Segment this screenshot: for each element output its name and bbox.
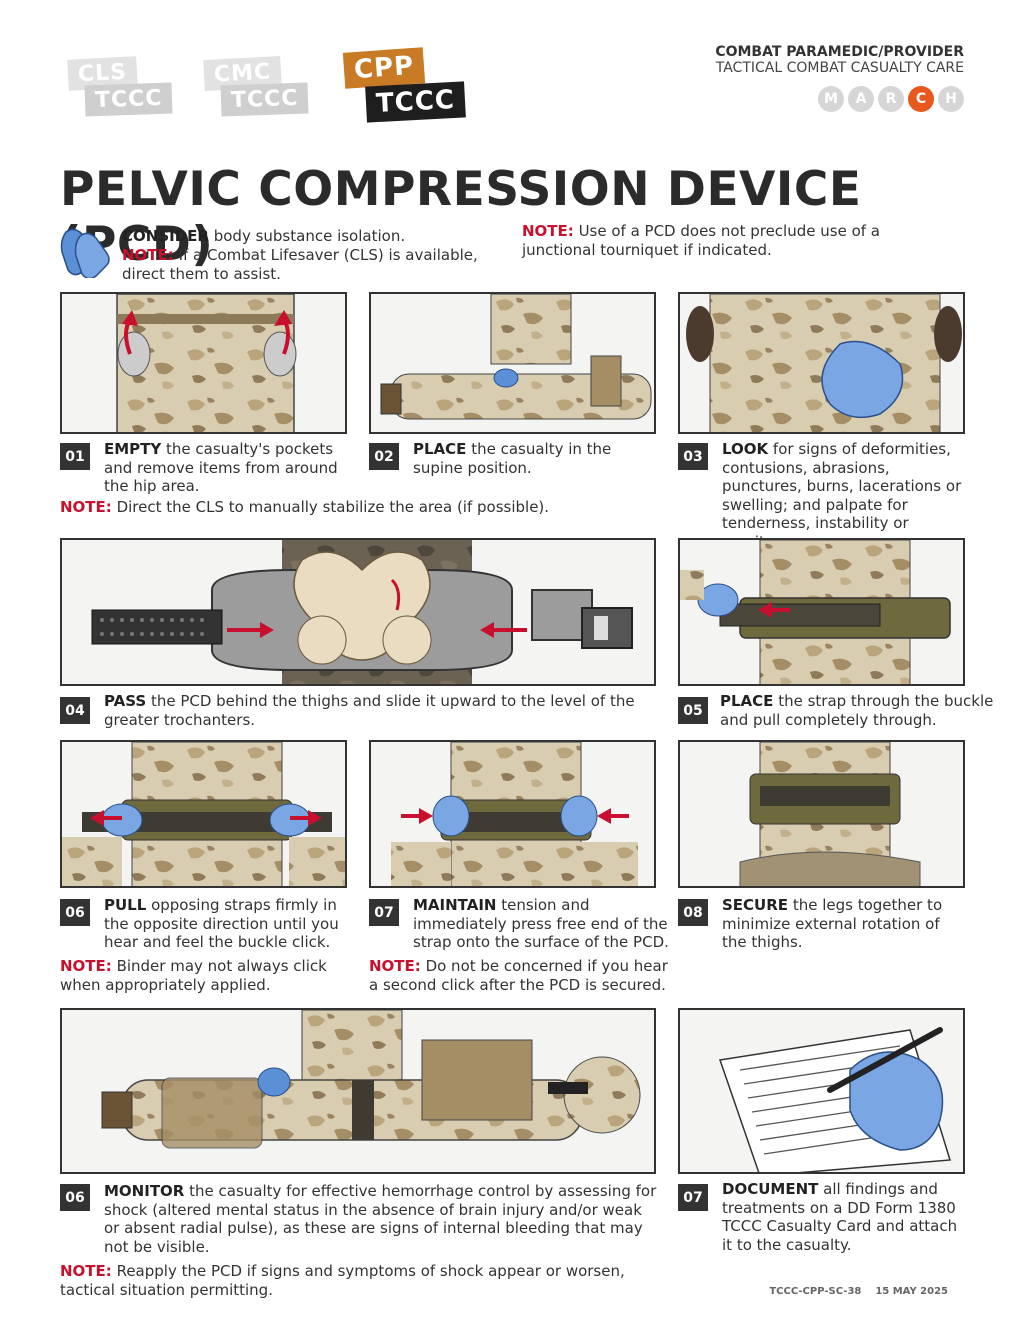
- step-note-07: NOTE: Do not be concerned if you hear a …: [369, 957, 679, 994]
- illustration-pass-pcd: [62, 540, 654, 684]
- step-text-02: the casualty in the supine position.: [413, 440, 612, 477]
- march-h: H: [938, 86, 964, 112]
- step-caption-document: DOCUMENT all findings and treatments on …: [678, 1180, 968, 1254]
- step-caption-05: PLACE the strap through the buckle and p…: [678, 692, 1008, 729]
- step-note-text-06: Binder may not always click when appropr…: [60, 957, 327, 994]
- badge-cpp-bottom: TCCC: [365, 81, 466, 123]
- illustration-pull-straps: [62, 742, 345, 886]
- footer: TCCC-CPP-SC-38 15 MAY 2025: [769, 1286, 948, 1297]
- step-note-06: NOTE: Binder may not always click when a…: [60, 957, 355, 994]
- step-note-text-01: Direct the CLS to manually stabilize the…: [111, 498, 550, 516]
- page-title: PELVIC COMPRESSION DEVICE (PCD): [60, 162, 862, 272]
- illustration-secure-legs: [680, 742, 963, 886]
- march-m: M: [818, 86, 844, 112]
- step-lead-document: DOCUMENT: [722, 1180, 819, 1198]
- intro-note-text: If a Combat Lifesaver (CLS) is available…: [122, 246, 478, 283]
- step-lead-05: PLACE: [720, 692, 774, 710]
- panel-step-08: [678, 740, 965, 888]
- step-lead-08: SECURE: [722, 896, 789, 914]
- panel-step-02: [369, 292, 656, 434]
- step-number-06: 06: [60, 899, 90, 926]
- badge-cmc-bottom: TCCC: [220, 82, 309, 117]
- step-text-06: opposing straps firmly in the opposite d…: [104, 896, 339, 951]
- badge-cls-bottom: TCCC: [84, 82, 173, 117]
- step-lead-04: PASS: [104, 692, 147, 710]
- step-number-05: 05: [678, 697, 708, 724]
- step-number-02: 02: [369, 443, 399, 470]
- step-note-label-06: NOTE:: [60, 957, 112, 975]
- step-note-text-monitor: Reapply the PCD if signs and symptoms of…: [60, 1262, 625, 1299]
- step-number-04: 04: [60, 697, 90, 724]
- step-text-08: the legs together to minimize external r…: [722, 896, 943, 951]
- footer-code: TCCC-CPP-SC-38: [769, 1286, 862, 1297]
- step-lead-02: PLACE: [413, 440, 467, 458]
- intro-note2-label: NOTE:: [522, 222, 574, 240]
- step-note-label-monitor: NOTE:: [60, 1262, 112, 1280]
- step-note-monitor: NOTE: Reapply the PCD if signs and sympt…: [60, 1262, 660, 1299]
- consider-lead: CONSIDER: [122, 227, 209, 245]
- illustration-look-palpate: [680, 294, 963, 432]
- panel-step-monitor: [60, 1008, 656, 1174]
- step-caption-03: LOOK for signs of deformities, contusion…: [678, 440, 973, 551]
- march-indicator: M A R C H: [564, 86, 964, 112]
- step-caption-01: EMPTY the casualty's pockets and remove …: [60, 440, 350, 496]
- step-caption-monitor: MONITOR the casualty for effective hemor…: [60, 1182, 660, 1256]
- step-number-03: 03: [678, 443, 708, 470]
- illustration-document: [680, 1010, 963, 1172]
- illustration-strap-buckle: [680, 540, 963, 684]
- march-c: C: [908, 86, 934, 112]
- footer-date: 15 MAY 2025: [875, 1286, 948, 1297]
- step-caption-04: PASS the PCD behind the thighs and slide…: [60, 692, 660, 729]
- step-text-07: tension and immediately press free end o…: [413, 896, 669, 951]
- step-note-text-07: Do not be concerned if you hear a second…: [369, 957, 668, 994]
- step-number-07: 07: [369, 899, 399, 926]
- step-lead-06: PULL: [104, 896, 147, 914]
- step-text-monitor: the casualty for effective hemorrhage co…: [104, 1182, 657, 1256]
- step-number-document: 07: [678, 1184, 708, 1211]
- panel-step-03: [678, 292, 965, 434]
- panel-step-01: [60, 292, 347, 434]
- step-note-label-07: NOTE:: [369, 957, 421, 975]
- step-caption-08: SECURE the legs together to minimize ext…: [678, 896, 968, 952]
- step-lead-01: EMPTY: [104, 440, 162, 458]
- step-lead-07: MAINTAIN: [413, 896, 497, 914]
- intro-consider: CONSIDER body substance isolation. NOTE:…: [122, 227, 502, 284]
- march-a: A: [848, 86, 874, 112]
- illustration-empty-pockets: [62, 294, 345, 432]
- gloves-icon: [60, 228, 110, 278]
- step-note-label-01: NOTE:: [60, 498, 112, 516]
- illustration-maintain-tension: [371, 742, 654, 886]
- panel-step-06: [60, 740, 347, 888]
- intro-note-label: NOTE:: [122, 246, 174, 264]
- step-caption-06: PULL opposing straps firmly in the oppos…: [60, 896, 350, 952]
- illustration-monitor: [62, 1010, 654, 1172]
- step-number-08: 08: [678, 899, 708, 926]
- intro-note2-text: Use of a PCD does not preclude use of a …: [522, 222, 880, 259]
- panel-step-04: [60, 538, 656, 686]
- illustration-supine: [371, 294, 654, 432]
- panel-step-05: [678, 538, 965, 686]
- step-lead-03: LOOK: [722, 440, 769, 458]
- step-text-01: the casualty's pockets and remove items …: [104, 440, 338, 495]
- step-text-05: the strap through the buckle and pull co…: [720, 692, 994, 729]
- header-block: COMBAT PARAMEDIC/PROVIDER TACTICAL COMBA…: [564, 44, 964, 112]
- consider-text: body substance isolation.: [208, 227, 406, 245]
- badge-cpp-top: CPP: [342, 47, 426, 89]
- intro-note2: NOTE: Use of a PCD does not preclude use…: [522, 222, 922, 260]
- panel-step-07: [369, 740, 656, 888]
- header-line1: COMBAT PARAMEDIC/PROVIDER: [715, 44, 964, 60]
- step-caption-07: MAINTAIN tension and immediately press f…: [369, 896, 669, 952]
- step-number-01: 01: [60, 443, 90, 470]
- step-text-document: all findings and treatments on a DD Form…: [722, 1180, 958, 1254]
- header-line2: TACTICAL COMBAT CASUALTY CARE: [715, 60, 964, 76]
- panel-step-document: [678, 1008, 965, 1174]
- march-r: R: [878, 86, 904, 112]
- step-text-03: for signs of deformities, contusions, ab…: [722, 440, 962, 551]
- step-caption-02: PLACE the casualty in the supine positio…: [369, 440, 649, 477]
- step-number-monitor: 06: [60, 1184, 90, 1211]
- step-lead-monitor: MONITOR: [104, 1182, 185, 1200]
- step-text-04: the PCD behind the thighs and slide it u…: [104, 692, 635, 729]
- step-note-01: NOTE: Direct the CLS to manually stabili…: [60, 498, 580, 517]
